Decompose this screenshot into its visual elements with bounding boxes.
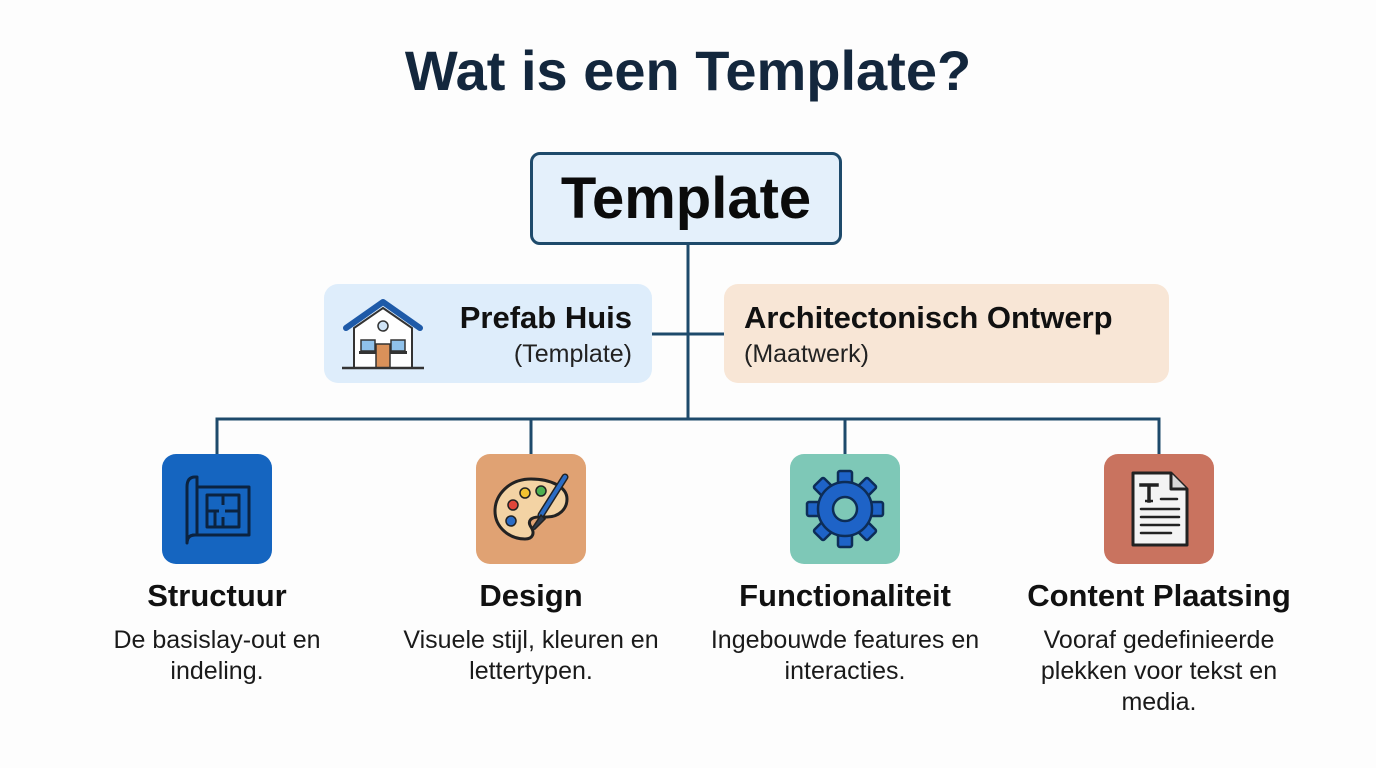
palette-icon	[493, 473, 569, 541]
prefab-subtitle: (Template)	[513, 340, 632, 368]
template-root-node: Template	[530, 152, 842, 245]
architectural-subtitle: (Maatwerk)	[744, 340, 870, 368]
design-title: Design	[479, 578, 583, 613]
content-plaatsing-title: Content Plaatsing	[1027, 578, 1291, 613]
house-icon	[342, 299, 424, 370]
functionaliteit-title: Functionaliteit	[739, 578, 951, 613]
design-icon-tile	[476, 454, 586, 564]
architectural-title: Architectonisch Ontwerp	[744, 300, 1113, 335]
structuur-title: Structuur	[147, 578, 287, 613]
structuur-icon-tile	[162, 454, 272, 564]
content-plaatsing-description: Vooraf gedefinieerde plekken voor tekst …	[1040, 626, 1278, 716]
structuur-description: De basislay-out en indeling.	[113, 626, 321, 685]
prefab-title: Prefab Huis	[459, 300, 632, 335]
functionaliteit-icon-tile	[790, 454, 900, 564]
template-root-label: Template	[560, 166, 812, 231]
content-icon-tile	[1104, 454, 1214, 564]
document-icon	[1131, 471, 1189, 547]
gear-icon	[805, 469, 885, 549]
functionaliteit-description: Ingebouwde features en interacties.	[710, 626, 980, 685]
page-title: Wat is een Template?	[404, 39, 972, 102]
design-description: Visuele stijl, kleuren en lettertypen.	[403, 626, 659, 685]
blueprint-icon	[185, 475, 251, 545]
prefab-house-card: Prefab Huis (Template)	[324, 284, 652, 383]
architectural-design-card: Architectonisch Ontwerp (Maatwerk)	[724, 284, 1169, 383]
